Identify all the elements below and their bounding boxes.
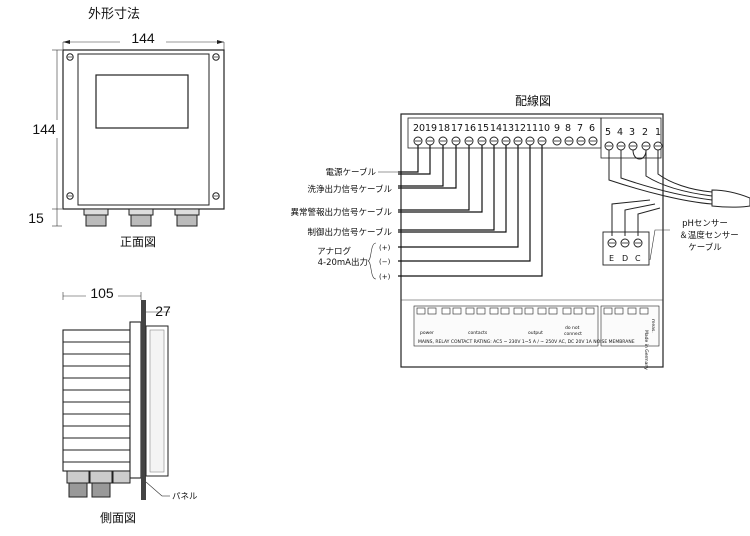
front-bezel [129, 321, 142, 479]
svg-text:ケーブル: ケーブル [688, 242, 722, 253]
panel-label: パネル [172, 492, 198, 502]
svg-text:15: 15 [477, 123, 489, 134]
svg-text:14: 14 [490, 123, 502, 134]
mounting-panel [141, 300, 146, 500]
depth-dimension: 105 [90, 285, 114, 301]
svg-text:D: D [622, 254, 628, 263]
cooling-ribs [63, 341, 130, 463]
svg-text:1: 1 [655, 127, 661, 138]
svg-text:E: E [609, 254, 614, 263]
terminal-numbers-right: 5 4 3 2 1 [605, 127, 661, 138]
svg-text:＆温度センサー: ＆温度センサー [679, 230, 739, 241]
panel-dimension: 27 [155, 303, 171, 319]
svg-text:13: 13 [502, 123, 514, 134]
housing-outline [62, 49, 225, 210]
svg-text:11: 11 [526, 123, 538, 134]
svg-text:16: 16 [464, 123, 476, 134]
height-dimension: 144 [32, 121, 56, 137]
sensor-terminal-block [602, 231, 650, 266]
analog-label-line1: アナログ [317, 246, 351, 257]
display-window [95, 74, 189, 129]
analog-plus2: (+) [379, 273, 391, 281]
side-cable-glands [66, 470, 131, 498]
sensor-cable [608, 150, 750, 236]
terminal-screws-left [413, 136, 598, 146]
width-dimension: 144 [131, 30, 155, 46]
svg-text:3: 3 [629, 127, 635, 138]
front-view: 外形寸法 144 144 15 [28, 7, 225, 249]
svg-text:18: 18 [438, 123, 450, 134]
front-panel [77, 53, 210, 206]
analog-label-line2: 4-20mA出力 [318, 257, 368, 268]
analog-minus: (−) [379, 258, 391, 266]
board-label-made-in: Made in Germany [643, 330, 649, 370]
control-output-label: 制御出力信号ケーブル [308, 227, 393, 238]
cable-glands [83, 208, 200, 227]
sensor-cable-label: pHセンサー ＆温度センサー ケーブル [679, 219, 739, 253]
alarm-output-label: 異常警報出力信号ケーブル [291, 207, 393, 218]
front-view-label: 正面図 [120, 235, 156, 249]
board-label-connect: connect [564, 331, 582, 337]
svg-text:5: 5 [605, 127, 611, 138]
svg-text:4: 4 [617, 127, 623, 138]
svg-text:17: 17 [451, 123, 463, 134]
svg-text:9: 9 [554, 123, 560, 134]
sensor-terminal-screws [607, 238, 643, 248]
side-view-label: 側面図 [100, 511, 136, 525]
sensor-terminal-letters: E D C [609, 254, 641, 263]
board-lower-section: power contacts output do not connect MAI… [401, 299, 663, 370]
svg-text:C: C [635, 254, 641, 263]
svg-text:7: 7 [577, 123, 583, 134]
wiring-title: 配線図 [515, 93, 551, 108]
svg-text:pHセンサー: pHセンサー [682, 219, 728, 229]
svg-text:2: 2 [642, 127, 648, 138]
svg-text:19: 19 [425, 123, 437, 134]
board-label-do-not: do not [565, 325, 580, 331]
svg-text:6: 6 [589, 123, 595, 134]
outline-title: 外形寸法 [88, 7, 140, 22]
svg-text:8: 8 [565, 123, 571, 134]
svg-text:12: 12 [514, 123, 526, 134]
signal-wires [398, 145, 543, 277]
terminal-screws-right [604, 141, 663, 151]
svg-text:10: 10 [538, 123, 550, 134]
svg-text:20: 20 [413, 123, 425, 134]
screw-icons [66, 53, 220, 200]
analog-plus1: (+) [379, 244, 391, 252]
board-rating-text: MAINS, RELAY CONTACT RATING: AC5 ~ 230V … [418, 339, 635, 345]
board-label-power: power [420, 330, 434, 336]
gland-dimension: 15 [28, 210, 44, 226]
board-label-meas: meas. [650, 319, 655, 333]
side-view: 105 27 [62, 285, 198, 525]
wire-labels: 電源ケーブル 洗浄出力信号ケーブル 異常警報出力信号ケーブル 制御出力信号ケーブ… [291, 167, 398, 281]
wiring-diagram: 配線図 20 19 18 17 16 15 14 13 12 11 10 9 8… [291, 93, 750, 370]
power-cable-label: 電源ケーブル [326, 167, 377, 178]
terminal-numbers-left: 20 19 18 17 16 15 14 13 12 11 10 9 8 7 6 [413, 123, 595, 134]
wash-output-label: 洗浄出力信号ケーブル [308, 184, 393, 195]
board-label-output: output [528, 330, 543, 336]
board-label-contacts: contacts [468, 330, 488, 336]
